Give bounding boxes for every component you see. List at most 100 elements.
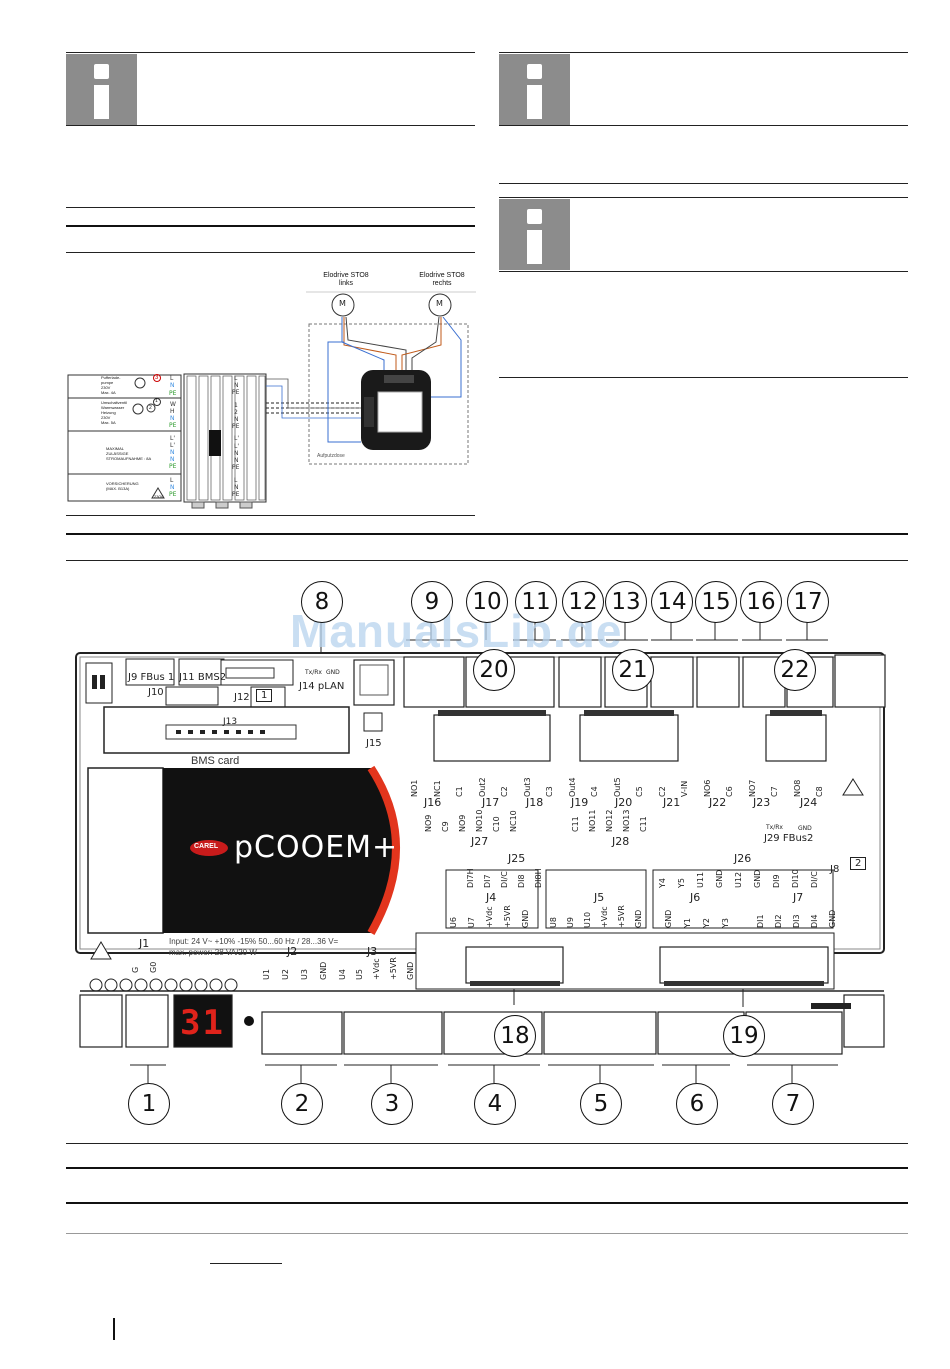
- callout-8: 8: [301, 581, 343, 623]
- j2-label: J2: [287, 945, 298, 958]
- mid-pin-label: C11: [571, 816, 580, 832]
- mid-pin-label: C11: [639, 816, 648, 832]
- j25-label: J25: [508, 852, 526, 865]
- j4-pin-label: U7: [467, 917, 476, 928]
- j26-label: J26: [734, 852, 752, 865]
- j4-pin-label: U6: [449, 917, 458, 928]
- rule: [210, 1263, 282, 1264]
- j2-pin-label: U3: [300, 969, 309, 980]
- svg-text:PE: PE: [232, 389, 240, 396]
- j14-gnd: GND: [326, 669, 340, 676]
- svg-text:N: N: [170, 449, 175, 456]
- j18-label: J18: [526, 796, 544, 809]
- j26-pin-label: U12: [734, 871, 743, 888]
- j5-pin-label: +5VR: [617, 905, 626, 928]
- j27-label: J27: [471, 835, 489, 848]
- j26-pin-label: Y5: [677, 878, 686, 888]
- rule: [66, 125, 475, 126]
- svg-text:PE: PE: [232, 464, 240, 471]
- j29-gnd: GND: [798, 825, 812, 832]
- svg-text:N: N: [170, 456, 175, 463]
- j12-label: J12: [234, 692, 250, 703]
- callout-3: 3: [371, 1083, 413, 1125]
- callout-6: 6: [676, 1083, 718, 1125]
- j3-pin-label: +Vdc: [372, 958, 381, 980]
- rule: [66, 52, 475, 53]
- svg-text:N: N: [234, 450, 239, 457]
- j12-symbol: 1: [256, 689, 273, 702]
- top-pin-label: NO6: [702, 779, 712, 797]
- j4-label: J4: [486, 891, 497, 904]
- j3-label: J3: [367, 945, 378, 958]
- rule: [66, 1143, 908, 1144]
- top-pin-label: C2: [500, 786, 509, 797]
- j2-pin-label: U1: [262, 969, 271, 980]
- info-icon: [66, 54, 137, 125]
- callout-18: 18: [494, 1015, 536, 1057]
- svg-text:N: N: [170, 415, 175, 422]
- mid-pin-label: NO13: [622, 809, 631, 832]
- top-pin-label: NC1: [432, 780, 442, 797]
- svg-text:1: 1: [234, 402, 238, 409]
- svg-text:PE: PE: [232, 491, 240, 498]
- page-marker: [113, 1318, 115, 1340]
- j28-label: J28: [612, 835, 630, 848]
- callout-16: 16: [740, 581, 782, 623]
- legend-pump: Pufferlade- pumpe 230V Max. 4A: [101, 375, 121, 395]
- box-caption: Aufputzdose: [317, 453, 345, 459]
- svg-text:N: N: [234, 484, 239, 491]
- motor-right-label: Elodrive STO8 rechts: [419, 272, 465, 287]
- callout-19: 19: [723, 1015, 765, 1057]
- j10-label: J10: [148, 687, 164, 698]
- j29-txrx: Tx/Rx: [766, 824, 783, 831]
- j14-txrx: Tx/Rx: [305, 669, 322, 676]
- legend-footer: 230V: [154, 494, 164, 499]
- j1-pin-label: G: [131, 966, 140, 973]
- j5-pin-label: U10: [583, 911, 592, 928]
- j26-pin-label: DI10: [791, 869, 800, 888]
- callout-1: 1: [128, 1083, 170, 1125]
- svg-text:PE: PE: [169, 422, 177, 429]
- input-spec: Input: 24 V~ +10% -15% 50...60 Hz / 28..…: [169, 937, 339, 946]
- svg-text:N: N: [234, 457, 239, 464]
- callout-13: 13: [605, 581, 647, 623]
- j25-pin-label: DI7H: [466, 868, 475, 888]
- j16-label: J16: [424, 796, 442, 809]
- j25-pin-label: DI7: [483, 874, 492, 888]
- legend-valve: Umschaltventil Warmwasser Heizung 230V M…: [101, 400, 128, 425]
- j7-pin-label: GND: [828, 909, 837, 928]
- j8-label: J8: [830, 864, 840, 875]
- j26-pin-label: U11: [696, 871, 705, 888]
- motor-left-symbol: M: [339, 299, 346, 308]
- j6-pin-label: Y2: [702, 918, 711, 928]
- legend-marker-3: 3: [155, 375, 159, 381]
- top-pin-label: C8: [815, 786, 824, 797]
- j7-pin-label: DI1: [756, 914, 765, 928]
- top-pin-label: C6: [725, 786, 734, 797]
- svg-text:N: N: [234, 416, 239, 423]
- top-pin-label: Out4: [567, 777, 577, 797]
- j14-label: J14 pLAN: [299, 681, 345, 692]
- svg-text:N: N: [234, 382, 239, 389]
- j11-label: J11 BMS2: [179, 672, 227, 683]
- j4-pin-label: +5VR: [503, 905, 512, 928]
- j19-label: J19: [571, 796, 589, 809]
- j5-pin-label: GND: [634, 909, 643, 928]
- top-pin-label: C3: [545, 786, 554, 797]
- j2-pin-label: U2: [281, 969, 290, 980]
- j3-pin-label: +5VR: [389, 957, 398, 980]
- j25-pin-label: DI8: [517, 874, 526, 888]
- motor-left-label: Elodrive STO8 links: [323, 272, 369, 287]
- j7-label: J7: [793, 891, 804, 904]
- top-pin-label: C4: [590, 786, 599, 797]
- callout-5: 5: [580, 1083, 622, 1125]
- mid-pin-label: NO10: [475, 809, 484, 832]
- j26-pin-label: GND: [715, 869, 724, 888]
- svg-text:L': L': [170, 435, 175, 442]
- top-pin-label: C5: [635, 786, 644, 797]
- mid-pin-label: C10: [492, 816, 501, 832]
- top-pin-label: Out3: [522, 777, 532, 797]
- j3-pin-label: U5: [355, 969, 364, 980]
- callout-17: 17: [787, 581, 829, 623]
- top-pin-label: C2: [657, 786, 667, 797]
